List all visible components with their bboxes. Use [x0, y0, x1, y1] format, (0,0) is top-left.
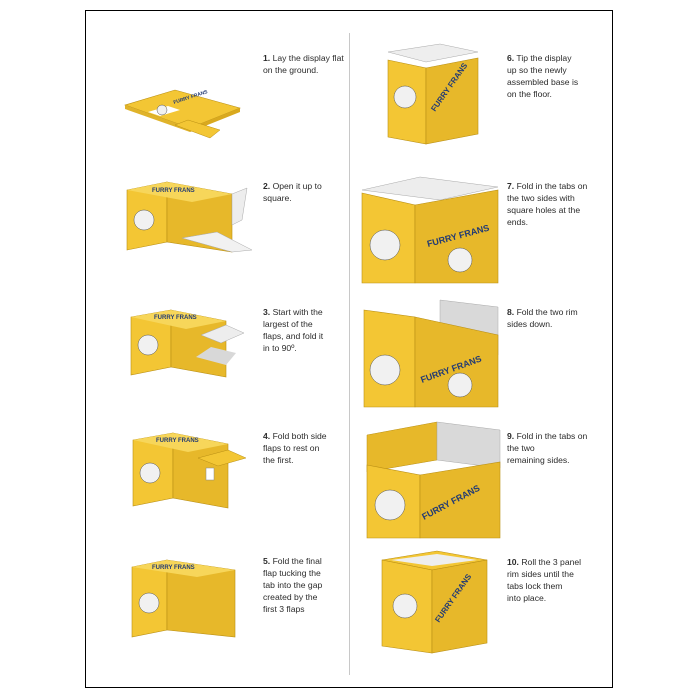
step-line: Fold both side	[272, 431, 327, 441]
step-line: first 3 flaps	[263, 604, 305, 614]
step-line: Lay the display flat	[272, 53, 344, 63]
step-line: Roll the 3 panel	[521, 557, 582, 567]
step-8-illustration: FURRY FRANS	[360, 295, 500, 410]
step-line: Fold the two rim	[516, 307, 578, 317]
svg-text:FURRY FRANS: FURRY FRANS	[156, 438, 199, 444]
column-divider	[349, 33, 350, 675]
step-line: into place.	[507, 593, 547, 603]
step-number: 6.	[507, 53, 515, 63]
step-line: up so the newly	[507, 65, 567, 75]
step-number: 5.	[263, 556, 271, 566]
step-line: flaps to rest on	[263, 443, 320, 453]
step-line: sides down.	[507, 319, 553, 329]
step-line: Start with the	[272, 307, 323, 317]
step-10-illustration: FURRY FRANS	[377, 548, 492, 658]
step-number: 8.	[507, 307, 515, 317]
step-line: the two sides with	[507, 193, 575, 203]
step-2-illustration: FURRY FRANS	[122, 180, 257, 265]
step-line: Fold the final	[272, 556, 322, 566]
step-line: flap tucking the	[263, 568, 321, 578]
step-line: Fold in the tabs on	[516, 181, 588, 191]
svg-text:FURRY FRANS: FURRY FRANS	[154, 315, 197, 321]
step-number: 10.	[507, 557, 519, 567]
step-number: 9.	[507, 431, 515, 441]
step-line: on the floor.	[507, 89, 552, 99]
step-9-illustration: FURRY FRANS	[362, 420, 502, 540]
step-line: tab into the gap	[263, 580, 323, 590]
step-3-illustration: FURRY FRANS	[126, 305, 251, 390]
step-line: tabs lock them	[507, 581, 563, 591]
step-4-illustration: FURRY FRANS	[128, 428, 253, 518]
step-number: 4.	[263, 431, 271, 441]
step-9-caption: 9. Fold in the tabs on the two remaining…	[507, 430, 599, 466]
step-10-caption: 10. Roll the 3 panel rim sides until the…	[507, 556, 599, 604]
step-4-caption: 4. Fold both side flaps to rest on the f…	[263, 430, 353, 466]
step-6-illustration: FURRY FRANS	[380, 42, 485, 152]
step-number: 7.	[507, 181, 515, 191]
step-5-caption: 5. Fold the final flap tucking the tab i…	[263, 555, 353, 615]
step-number: 2.	[263, 181, 271, 191]
step-1-illustration: FURRY FRANS	[120, 80, 245, 150]
step-line: ends.	[507, 217, 529, 227]
step-line: flaps, and fold it	[263, 331, 324, 341]
step-line: Fold in the tabs on	[516, 431, 588, 441]
step-line: assembled base is	[507, 77, 579, 87]
step-line: rim sides until the	[507, 569, 574, 579]
step-line: on the ground.	[263, 65, 319, 75]
step-line: Open it up to	[272, 181, 322, 191]
step-1-caption: 1. Lay the display flat on the ground.	[263, 52, 353, 76]
step-line: in to 90º.	[263, 343, 297, 353]
step-8-caption: 8. Fold the two rim sides down.	[507, 306, 599, 330]
step-line: remaining sides.	[507, 455, 570, 465]
step-number: 1.	[263, 53, 271, 63]
step-7-illustration: FURRY FRANS	[360, 175, 500, 285]
step-line: created by the	[263, 592, 318, 602]
step-line: largest of the	[263, 319, 313, 329]
step-line: Tip the display	[516, 53, 572, 63]
step-line: square.	[263, 193, 292, 203]
svg-text:FURRY FRANS: FURRY FRANS	[152, 188, 195, 194]
step-line: square holes at the	[507, 205, 581, 215]
step-2-caption: 2. Open it up to square.	[263, 180, 353, 204]
svg-text:FURRY FRANS: FURRY FRANS	[152, 565, 195, 571]
step-3-caption: 3. Start with the largest of the flaps, …	[263, 306, 353, 354]
step-line: the two	[507, 443, 535, 453]
step-7-caption: 7. Fold in the tabs on the two sides wit…	[507, 180, 599, 228]
step-number: 3.	[263, 307, 271, 317]
step-6-caption: 6. Tip the display up so the newly assem…	[507, 52, 599, 100]
step-5-illustration: FURRY FRANS	[127, 555, 242, 645]
step-line: the first.	[263, 455, 294, 465]
